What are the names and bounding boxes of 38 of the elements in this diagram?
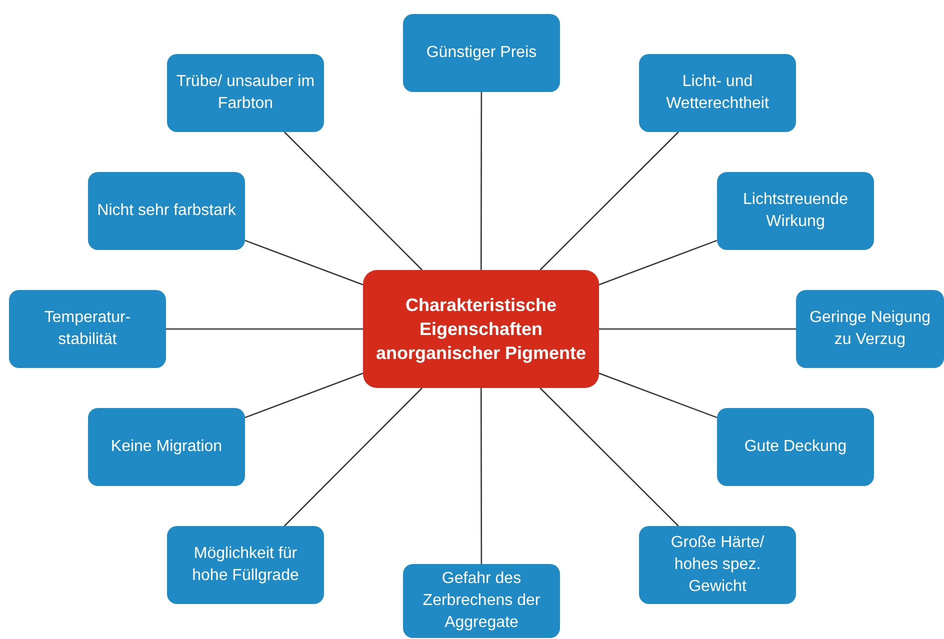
connector-line	[598, 240, 718, 286]
property-box	[717, 408, 874, 486]
property-box	[717, 172, 874, 250]
connector-line	[480, 388, 482, 564]
property-box	[403, 14, 560, 92]
property-label: Trübe/ unsauber im Farbton	[175, 72, 316, 114]
connector-line	[540, 132, 679, 270]
property-label: Gute Deckung	[744, 437, 847, 457]
topic-title: Charakteristische Eigenschaften anorganischer Pigmente	[374, 294, 588, 365]
property-label: Möglichkeit für hohe Füllgrade	[191, 544, 300, 586]
property-label: Große Härte/ hohes spez. Gewicht	[670, 533, 766, 597]
property-box	[9, 290, 166, 368]
connector-line	[244, 372, 364, 418]
property-box	[403, 564, 560, 638]
property-label: Gefahr des Zerbrechens der Aggregate	[422, 569, 542, 633]
property-box	[639, 54, 796, 132]
property-box	[88, 172, 245, 250]
connector-line	[480, 92, 482, 270]
connector-line	[598, 372, 718, 418]
property-box	[167, 526, 324, 604]
property-label: Geringe Neigung zu Verzug	[808, 308, 932, 350]
central-topic-box	[363, 270, 599, 388]
property-label: Nicht sehr farbstark	[97, 201, 236, 221]
connector-line	[599, 328, 796, 330]
property-box	[639, 526, 796, 604]
property-label: Temperatur- stabilität	[43, 308, 132, 350]
connector-line	[166, 328, 363, 330]
connector-line	[284, 388, 423, 526]
property-label: Günstiger Preis	[426, 43, 537, 63]
property-box	[167, 54, 324, 132]
property-label: Licht- und Wetterechtheit	[665, 72, 770, 114]
property-box	[88, 408, 245, 486]
property-box	[796, 290, 944, 368]
property-label: Keine Migration	[110, 437, 222, 457]
connector-line	[284, 132, 423, 270]
property-label: Lichtstreuende Wirkung	[742, 190, 849, 232]
connector-line	[244, 240, 364, 286]
connector-line	[540, 388, 679, 526]
